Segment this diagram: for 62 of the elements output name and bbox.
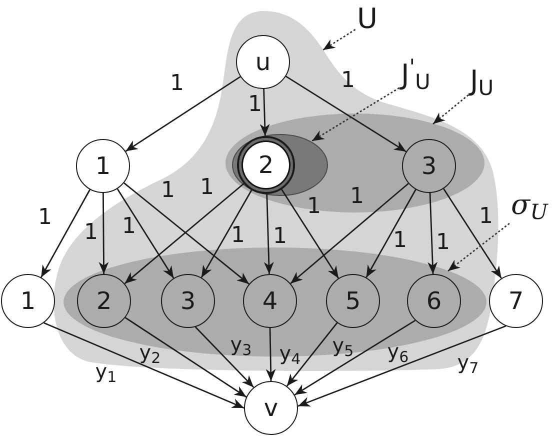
edge-label: 1 (200, 177, 214, 199)
node-label: u (255, 50, 271, 74)
edge-label: y$_{3}$ (230, 334, 252, 354)
arrow (266, 328, 276, 382)
node-label: 1 (20, 289, 36, 313)
arrow (428, 192, 438, 274)
node-label: 6 (426, 289, 442, 313)
edge-label: 1 (161, 180, 175, 202)
node-label: 3 (421, 154, 437, 178)
arrow (286, 322, 338, 387)
arrow (260, 88, 270, 136)
edge-label: 1 (341, 70, 355, 92)
arrow (264, 194, 274, 274)
arrow (116, 188, 174, 279)
node-label: 2 (258, 153, 274, 177)
edge-label: y$_{4}$ (279, 343, 301, 363)
callout-label: J$_{U}$ (470, 66, 494, 102)
edge-label: 1 (350, 186, 364, 208)
node-label: 3 (180, 289, 196, 313)
edge-label: 1 (122, 216, 136, 238)
edge-label: y$_{2}$ (139, 342, 161, 362)
edge-label: y$_{6}$ (387, 341, 409, 361)
arrow (98, 193, 109, 274)
edge-label: y$_{1}$ (95, 361, 117, 381)
edge-label: 1 (307, 196, 321, 218)
edge-label: 1 (273, 226, 287, 248)
leader-arrow (448, 222, 510, 272)
edge-label: 1 (479, 206, 493, 228)
node-label: 5 (345, 289, 361, 313)
node-label: 4 (262, 289, 278, 313)
node-label: v (264, 396, 278, 420)
arrow (294, 320, 416, 396)
edge-label: 1 (436, 232, 450, 254)
arrow (290, 182, 409, 284)
arrow (281, 189, 340, 279)
edge-label: 1 (170, 73, 184, 95)
arrow (200, 190, 252, 278)
edge-label: 1 (393, 230, 407, 252)
edge-label: y$_{7}$ (457, 352, 479, 372)
edge-label: 1 (84, 222, 98, 244)
leader-arrow (312, 87, 400, 142)
arrow (44, 322, 244, 409)
callout-label: σ$_{U}$ (511, 190, 548, 226)
arrow (40, 189, 90, 278)
edge-label: 1 (248, 94, 262, 116)
arrow (194, 326, 254, 388)
leader-arrow (432, 94, 469, 125)
arrow (443, 188, 502, 279)
callout-label: U (357, 4, 378, 40)
arrow (286, 76, 406, 152)
node-label: 1 (95, 154, 111, 178)
node-label: 7 (508, 289, 524, 313)
edge-label: 1 (38, 207, 52, 229)
edge-label: y$_{5}$ (332, 335, 354, 355)
leader-arrow (322, 28, 356, 51)
arrow (366, 189, 416, 278)
edge-label: 1 (231, 225, 245, 247)
region-ellipse (232, 134, 328, 196)
arrow (298, 325, 506, 407)
arrow (125, 76, 241, 152)
node-label: 2 (96, 289, 112, 313)
arrow (124, 317, 247, 398)
